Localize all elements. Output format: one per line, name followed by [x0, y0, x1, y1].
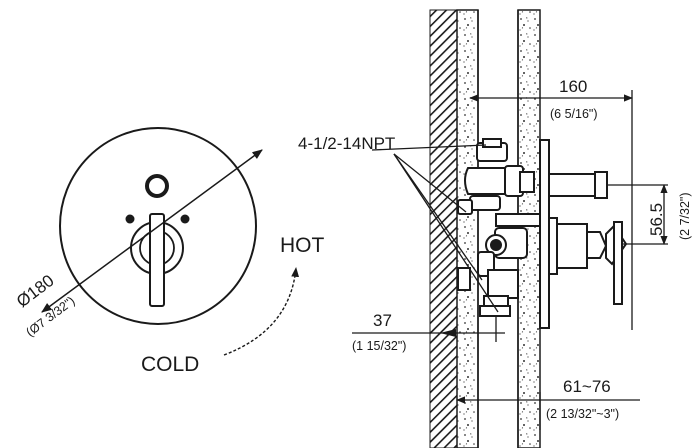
dim-56-5-imperial-label: (2 7/32") — [678, 192, 692, 240]
dim-61-76-imperial-label: (2 13/32"~3") — [546, 407, 619, 421]
cover-plate — [539, 139, 550, 329]
valve-body — [457, 138, 541, 317]
handle-side — [548, 217, 628, 305]
thread-label: 4-1/2-14NPT — [298, 134, 395, 153]
cold-label: COLD — [141, 353, 199, 376]
hot-dot — [180, 214, 190, 224]
rotation-arrow — [223, 267, 300, 356]
dim-37-imperial-label: (1 15/32") — [352, 339, 406, 353]
section-view: 160 (6 5/16") 56.5 (2 7/32") 4-1/2-14NPT… — [298, 9, 692, 448]
upper-stem — [548, 171, 608, 199]
wall-concrete-left — [456, 9, 479, 448]
cold-dot — [125, 214, 135, 224]
dim-160-imperial-label: (6 5/16") — [550, 107, 598, 121]
dim-160-label: 160 — [559, 77, 587, 96]
dim-37-label: 37 — [373, 311, 392, 330]
diameter-line — [41, 149, 263, 313]
dim-56-5-label: 56.5 — [647, 203, 666, 236]
dim-61-76-label: 61~76 — [563, 377, 611, 396]
hot-label: HOT — [280, 234, 325, 257]
front-view: Ø180 (Ø7 3/32") HOT COLD — [13, 127, 325, 376]
indicator-ring — [145, 174, 169, 198]
